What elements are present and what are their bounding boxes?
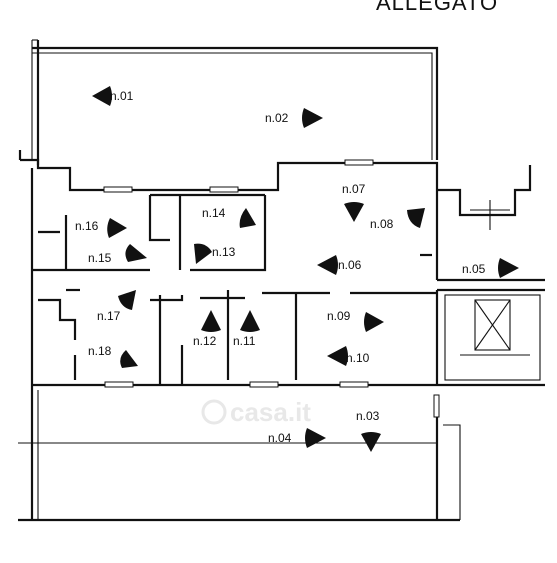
viewpoint-cone-icon [344,202,364,222]
viewpoint-cone-icon [194,243,212,264]
viewpoint-cone-icon [240,310,260,332]
viewpoint-label: n.02 [265,111,289,125]
viewpoint-label: n.05 [462,262,486,276]
viewpoint-label: n.01 [110,89,134,103]
viewpoint-n16: n.16 [75,218,127,238]
viewpoint-n10: n.10 [327,346,370,366]
viewpoint-cone-icon [302,108,323,128]
viewpoint-cone-icon [107,218,127,238]
viewpoint-cone-icon [120,350,138,368]
viewpoint-n15: n.15 [88,244,147,265]
viewpoint-label: n.09 [327,309,351,323]
viewpoint-label: n.12 [193,334,217,348]
viewpoint-label: n.14 [202,206,226,220]
viewpoint-n04: n.04 [268,428,326,448]
viewpoint-n14: n.14 [202,206,256,228]
viewpoint-label: n.18 [88,344,112,358]
viewpoint-label: n.10 [346,351,370,365]
viewpoint-n05: n.05 [462,258,519,278]
viewpoint-cone-icon [125,244,147,262]
upper-terrace [31,39,439,165]
viewpoint-label: n.15 [88,251,112,265]
viewpoint-n17: n.17 [97,290,136,323]
viewpoint-cone-icon [317,255,338,275]
viewpoint-label: n.11 [233,334,256,348]
viewpoint-cone-icon [201,310,221,332]
viewpoint-cone-icon [364,312,384,332]
viewpoint-n07: n.07 [342,182,366,222]
viewpoint-n18: n.18 [88,344,138,368]
viewpoint-cone-icon [361,432,381,452]
viewpoint-n12: n.12 [193,310,221,348]
viewpoint-n03: n.03 [356,409,381,452]
windows [103,159,440,418]
viewpoint-label: n.04 [268,431,292,445]
viewpoint-cone-icon [305,428,326,448]
viewpoint-n01: n.01 [92,86,134,106]
stairwell [437,165,545,387]
viewpoint-cone-icon [407,208,425,228]
viewpoint-cone-icon [327,346,348,366]
viewpoint-cone-icon [118,290,136,310]
viewpoint-cone-icon [239,208,256,228]
viewpoint-label: n.06 [338,258,362,272]
apartment-walls [18,150,439,387]
viewpoint-label: n.17 [97,309,121,323]
viewpoint-label: n.03 [356,409,380,423]
viewpoint-n02: n.02 [265,108,323,128]
viewpoint-n09: n.09 [327,309,384,332]
viewpoint-n06: n.06 [317,255,362,275]
viewpoint-cone-icon [92,86,112,106]
viewpoint-n13: n.13 [194,243,236,264]
viewpoint-cone-icon [498,258,519,278]
viewpoint-n08: n.08 [370,208,425,231]
watermark: casa.it [201,397,311,427]
viewpoint-n11: n.11 [233,310,260,348]
watermark-text: casa.it [230,397,311,427]
document-title: ALLEGATO [376,0,498,15]
viewpoint-label: n.07 [342,182,366,196]
viewpoint-label: n.08 [370,217,394,231]
viewpoint-label: n.13 [212,245,236,259]
viewpoint-label: n.16 [75,219,99,233]
